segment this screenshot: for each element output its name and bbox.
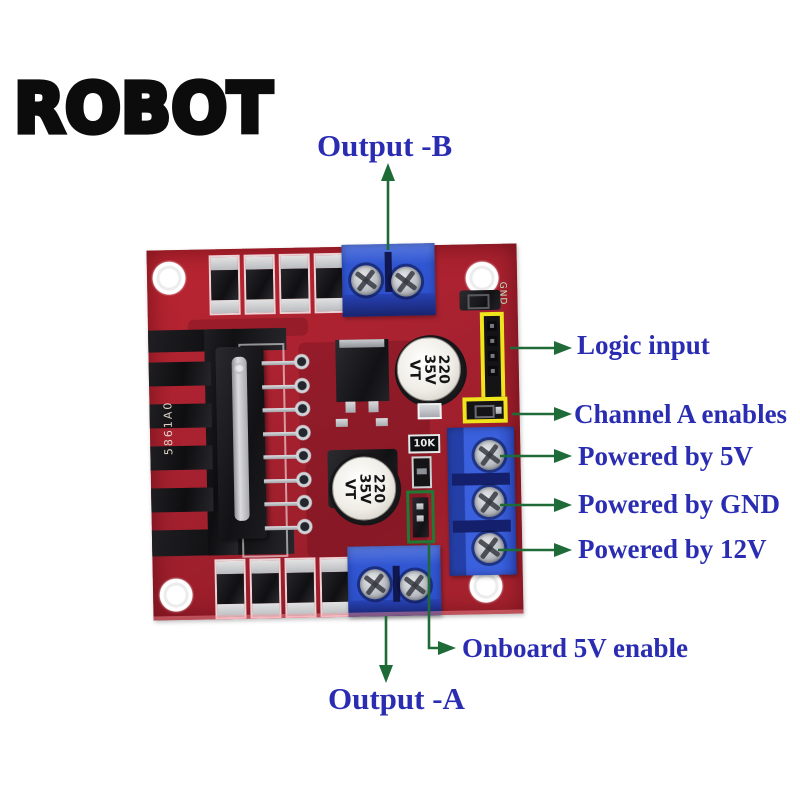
- smd-capacitor: [335, 418, 348, 427]
- heatsink-fin: [151, 487, 214, 513]
- channel-a-jumper-highlight: [462, 396, 508, 424]
- output-a-label: Output -A: [328, 681, 465, 716]
- mounting-hole-bottom-left: [157, 576, 195, 614]
- chip-pin: [262, 397, 312, 421]
- smd-band: [416, 468, 427, 475]
- terminal-screw-gnd: [474, 486, 505, 518]
- l298n-driver-board: 5861A0 220 35V: [146, 243, 524, 621]
- silkscreen-gnd-label: GND: [497, 281, 508, 306]
- terminal-screw: [390, 266, 422, 297]
- header-pin: [487, 335, 498, 347]
- chip-pin: [264, 491, 314, 515]
- jumper-cap: [412, 497, 430, 538]
- jumper-notch: [467, 294, 490, 310]
- onboard-5v-label: Onboard 5V enable: [462, 633, 689, 663]
- jumper-cap: [459, 289, 501, 311]
- robot-logo: ROBOT: [11, 66, 274, 151]
- dpak-package: [335, 338, 390, 402]
- diode-row-bottom: [214, 556, 352, 620]
- terminal-face: [342, 293, 436, 317]
- dpak-leg: [345, 401, 356, 413]
- chip-pin: [263, 444, 313, 468]
- header-pin: [486, 320, 498, 332]
- power-terminal-block: [446, 426, 517, 576]
- onboard-5v-jumper-highlight: [406, 490, 436, 544]
- chip-pin-column: [261, 350, 315, 539]
- terminal-separator: [452, 519, 511, 533]
- l298n-chip: [215, 346, 268, 540]
- diode: [278, 253, 311, 315]
- terminal-screw: [399, 570, 431, 601]
- jumper-contact: [416, 515, 424, 522]
- logic-input-label: Logic input: [577, 330, 710, 360]
- arrow-logic-input: [510, 341, 572, 355]
- chip-pin: [262, 374, 312, 398]
- diode: [243, 254, 276, 315]
- terminal-screw-12v: [473, 532, 505, 564]
- chip-tab-hole: [233, 362, 245, 374]
- diode: [249, 558, 282, 619]
- powered-gnd-label: Powered by GND: [578, 489, 780, 519]
- heatsink-fin: [150, 445, 213, 471]
- jumper-contact: [416, 503, 424, 510]
- header-pin: [487, 350, 498, 362]
- powered-12v-label: Powered by 12V: [578, 534, 767, 564]
- arrow-channel-a: [512, 407, 572, 421]
- arrow-output-a: [379, 616, 393, 683]
- chip-pin: [261, 350, 311, 374]
- terminal-screw: [350, 265, 382, 296]
- diode: [284, 557, 317, 618]
- heatsink-fin: [148, 361, 212, 387]
- chip-metal-tab: [231, 356, 250, 521]
- powered-5v-label: Powered by 5V: [578, 441, 753, 471]
- jumper-notch: [474, 404, 495, 419]
- logic-input-header-highlight: [479, 311, 506, 402]
- arrow-output-b: [381, 163, 395, 250]
- channel-a-label: Channel A enables: [574, 399, 788, 429]
- output-b-label: Output -B: [317, 128, 453, 163]
- heatsink-fin: [149, 403, 212, 429]
- chip-pin: [264, 515, 315, 539]
- output-a-terminal: [347, 545, 442, 617]
- diode: [208, 254, 241, 316]
- header-pin: [487, 365, 498, 377]
- jumper-contact: [495, 406, 502, 414]
- diode: [214, 558, 247, 620]
- smd-capacitor: [375, 417, 388, 427]
- smd-resistor-10k: 10K: [408, 433, 441, 454]
- diode-row-top: [208, 252, 346, 316]
- output-b-terminal: [341, 243, 436, 317]
- smd-component: [411, 456, 433, 489]
- capacitor-marking: 220 35V VT: [406, 353, 452, 385]
- terminal-screw: [359, 568, 391, 600]
- mounting-hole-top-left: [150, 259, 188, 297]
- chip-pin: [262, 421, 313, 445]
- terminal-separator: [451, 472, 511, 486]
- dpak-leg: [368, 401, 379, 413]
- capacitor-marking: 220 35V VT: [341, 473, 387, 504]
- chip-pin: [263, 468, 314, 492]
- terminal-screw-5v: [474, 439, 505, 471]
- silkscreen-id-text: 5861A0: [161, 400, 176, 456]
- capacitor-solder-pad: [417, 402, 442, 420]
- dpak-tab: [339, 339, 385, 348]
